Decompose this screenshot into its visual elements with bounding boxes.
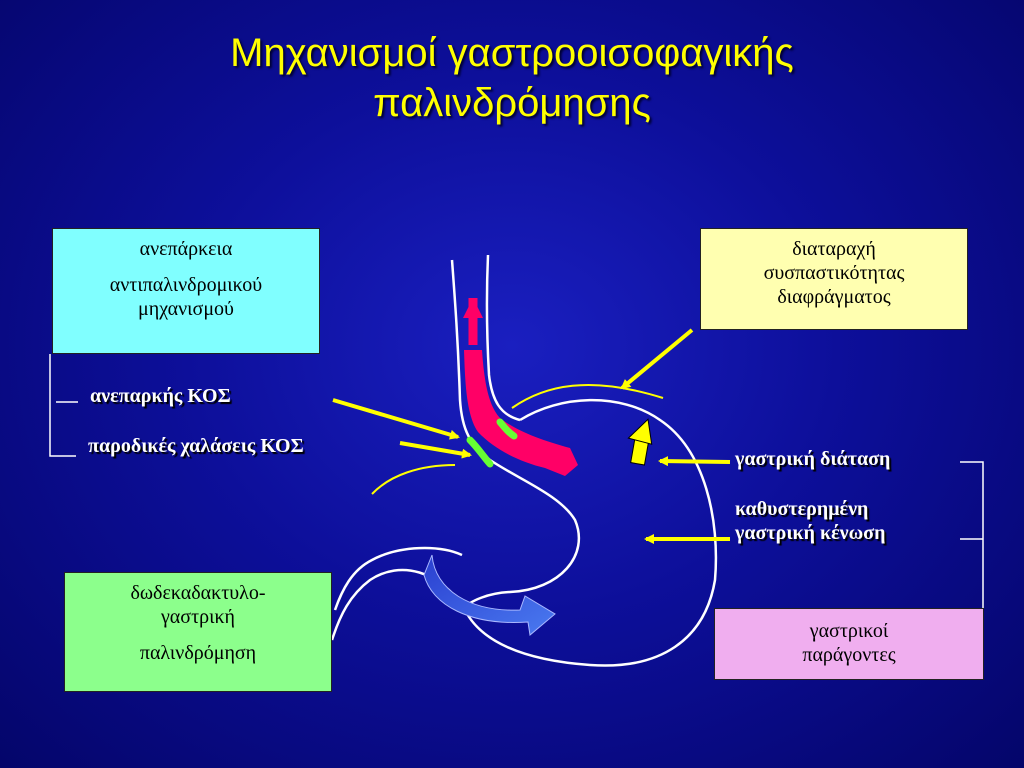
label-delayed-gastric-emptying: καθυστερημένη γαστρική κένωση: [735, 497, 885, 545]
box-gastric-line-1: γαστρικοί: [809, 620, 889, 642]
label-gastric-distension: γαστρική διάταση: [735, 448, 891, 470]
box-diaphragm-line-1: διαταραχή: [792, 238, 876, 260]
label-delayed-line-1: καθυστερημένη: [735, 498, 869, 520]
box-diaphragm-line-2: συσπαστικότητας: [763, 262, 905, 284]
box-antireflux-line-1: ανεπάρκεια: [139, 238, 233, 260]
box-gastric-factors: γαστρικοί παράγοντες: [714, 608, 984, 680]
box-antireflux-line-3: μηχανισμού: [138, 298, 234, 320]
reflux-area: [463, 298, 578, 476]
bracket-lines: [49, 354, 984, 608]
distension-arrow: [627, 418, 653, 466]
label-inadequate-les: ανεπαρκής ΚΟΣ: [90, 385, 231, 407]
box-duodenal-line-1: δωδεκαδακτυλο-: [130, 582, 266, 604]
arrow-gastric-distension: [658, 456, 731, 467]
arrow-diaphragm: [620, 328, 694, 390]
arrow-inadequate-les: [332, 398, 460, 440]
box-antireflux-insufficiency: ανεπάρκεια αντιπαλινδρομικού μηχανισμού: [52, 228, 320, 354]
sphincter-marks: [466, 418, 518, 468]
page-title: Μηχανισμοί γαστροοισοφαγικής παλινδρόμησ…: [0, 28, 1024, 128]
label-transient-les-relaxations: παροδικές χαλάσεις ΚΟΣ: [88, 435, 304, 457]
duodenal-reflux-arrow: [423, 554, 556, 636]
box-duodenogastric-reflux: δωδεκαδακτυλο- γαστρική παλινδρόμηση: [64, 572, 332, 692]
pointer-arrows: [332, 328, 731, 544]
box-diaphragm-dysfunction: διαταραχή συσπαστικότητας διαφράγματος: [700, 228, 968, 330]
box-duodenal-line-3: παλινδρόμηση: [139, 642, 257, 664]
arrow-transient-relax: [399, 441, 472, 459]
box-gastric-line-2: παράγοντες: [802, 644, 896, 666]
box-antireflux-line-2: αντιπαλινδρομικού: [109, 274, 263, 296]
box-duodenal-line-2: γαστρική: [160, 606, 236, 628]
title-line-1: Μηχανισμοί γαστροοισοφαγικής: [230, 31, 794, 75]
title-line-2: παλινδρόμησης: [373, 81, 651, 125]
diaphragm-curves: [371, 383, 664, 495]
label-delayed-line-2: γαστρική κένωση: [735, 522, 886, 544]
box-diaphragm-line-3: διαφράγματος: [777, 286, 891, 308]
